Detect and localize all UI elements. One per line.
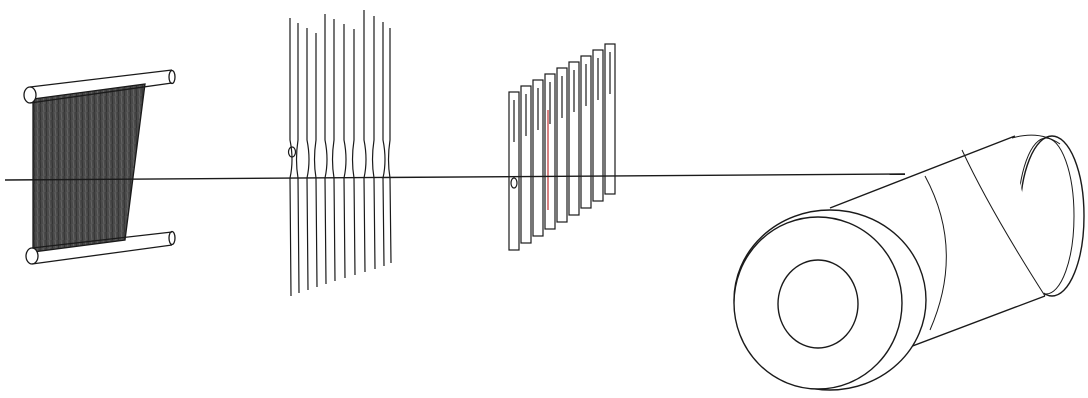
drop-wire (307, 28, 309, 290)
drop-wire (383, 22, 385, 266)
drop-wire (297, 23, 300, 293)
roll-bore (778, 260, 858, 348)
warp-sheet (33, 84, 145, 252)
take-up-roll (734, 135, 1084, 390)
drop-wire (315, 33, 318, 287)
drop-wire (373, 16, 376, 269)
drop-wire (344, 24, 346, 278)
drop-wire (353, 29, 356, 275)
drop-wire (364, 10, 366, 272)
drop-wires (289, 10, 392, 296)
heddles (509, 44, 615, 250)
warp-beam (24, 70, 175, 264)
drop-wire (325, 14, 327, 284)
heddle-eye (511, 178, 517, 188)
drop-wire (389, 28, 392, 263)
drop-wire (333, 19, 336, 281)
warp-thread (5, 174, 905, 180)
